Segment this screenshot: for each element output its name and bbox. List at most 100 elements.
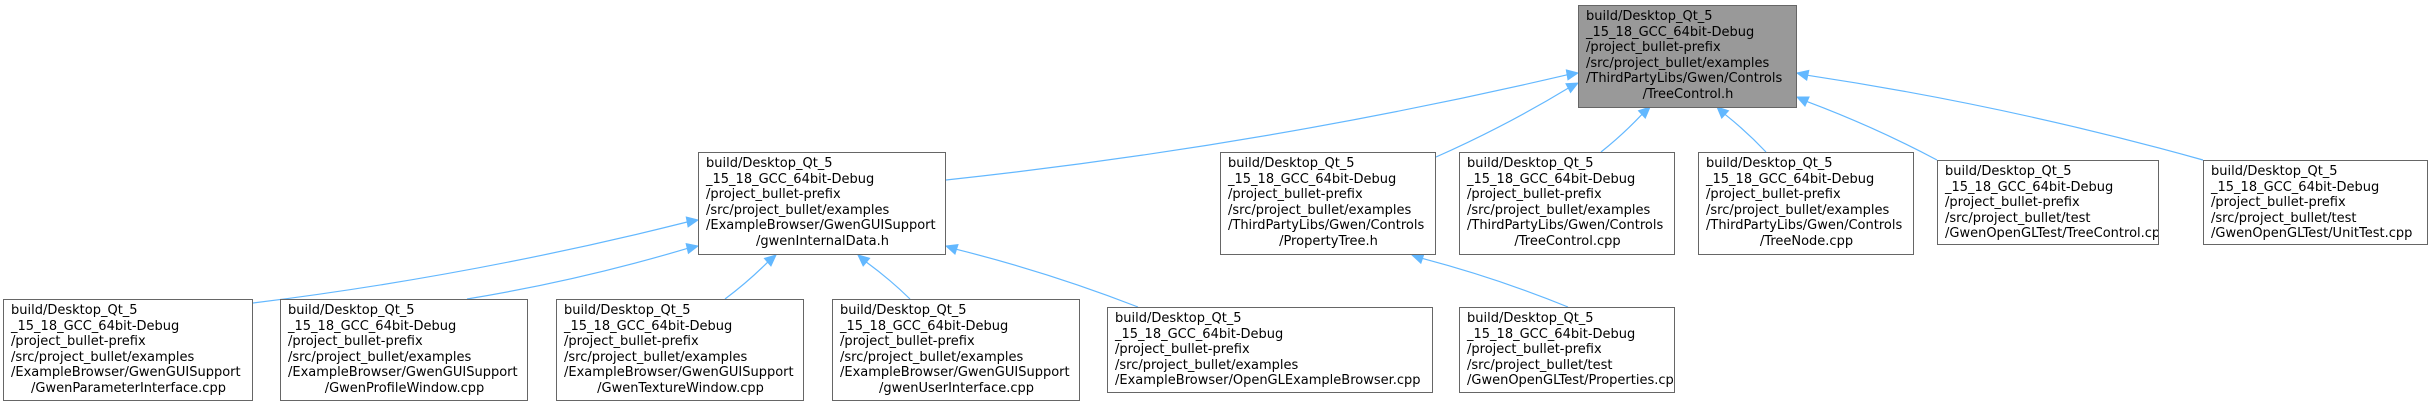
edge-gwenInternalData-to-root [945,69,1580,181]
edge-gwenUserInterface-to-gwenInternalData [857,254,911,300]
file-node-openGLExampleBrowser[interactable]: build/Desktop_Qt_5_15_18_GCC_64bit-Debug… [1107,307,1433,393]
file-path-line: _15_18_GCC_64bit-Debug [1467,326,1636,342]
file-path-line: build/Desktop_Qt_5 [840,303,967,318]
file-path-line: /GwenOpenGLTest/TreeControl.cpp [1945,226,2159,242]
file-path-line: /ExampleBrowser/OpenGLExampleBrowser.cpp [1115,373,1421,389]
file-path-line: /GwenProfileWindow.cpp [324,380,485,396]
file-path-line: _15_18_GCC_64bit-Debug [564,318,733,334]
file-node-propertyTree[interactable]: build/Desktop_Qt_5_15_18_GCC_64bit-Debug… [1220,152,1436,255]
file-node-gwenProfileWindow[interactable]: build/Desktop_Qt_5_15_18_GCC_64bit-Debug… [280,299,528,401]
file-path-line: _15_18_GCC_64bit-Debug [1467,171,1636,187]
file-path-line: /ThirdPartyLibs/Gwen/Controls [1586,71,1783,87]
file-path-line: /project_bullet-prefix [1706,187,1841,203]
file-path-line: /PropertyTree.h [1279,233,1378,249]
file-path-line: /gwenUserInterface.cpp [878,380,1035,396]
file-path-line: /src/project_bullet/test [1467,357,1613,373]
file-path-line: /ExampleBrowser/GwenGUISupport [564,365,794,381]
edge-arrowhead [1716,106,1730,120]
file-path-line: build/Desktop_Qt_5 [1706,156,1833,171]
file-path-line: /src/project_bullet/examples [1228,202,1412,218]
file-path-line: /project_bullet-prefix [1115,342,1250,358]
edge-line [1724,113,1767,153]
file-path-line: build/Desktop_Qt_5 [1586,9,1713,24]
file-path-line: /ExampleBrowser/GwenGUISupport [288,365,518,381]
file-path-line: _15_18_GCC_64bit-Debug [1115,326,1284,342]
file-path-line: build/Desktop_Qt_5 [706,156,833,171]
file-path-line: build/Desktop_Qt_5 [1945,164,2072,179]
file-path-line: /ExampleBrowser/GwenGUISupport [840,365,1070,381]
file-path-line: _15_18_GCC_64bit-Debug [706,171,875,187]
file-path-line: /project_bullet-prefix [1945,195,2080,211]
file-path-line: /src/project_bullet/examples [1467,202,1651,218]
file-node-treeNodeCpp[interactable]: build/Desktop_Qt_5_15_18_GCC_64bit-Debug… [1698,152,1914,255]
file-node-gwenInternalData[interactable]: build/Desktop_Qt_5_15_18_GCC_64bit-Debug… [698,152,946,255]
edge-arrowhead [685,242,700,255]
file-node-root[interactable]: build/Desktop_Qt_5_15_18_GCC_64bit-Debug… [1578,5,1797,108]
edge-gwenProfileWindow-to-gwenInternalData [466,242,700,300]
file-node-testProperties[interactable]: build/Desktop_Qt_5_15_18_GCC_64bit-Debug… [1459,307,1675,393]
file-path-line: /src/project_bullet/test [2211,210,2357,226]
file-path-line: build/Desktop_Qt_5 [564,303,691,318]
edge-gwenParameterInterface-to-gwenInternalData [252,216,700,304]
edge-openGLExampleBrowser-to-gwenInternalData [944,243,1139,308]
file-node-treeControlCpp[interactable]: build/Desktop_Qt_5_15_18_GCC_64bit-Debug… [1459,152,1675,255]
file-path-line: _15_18_GCC_64bit-Debug [1586,24,1755,40]
edge-arrowhead [1637,106,1651,120]
file-path-line: /project_bullet-prefix [1467,187,1602,203]
file-path-line: /src/project_bullet/examples [1586,55,1770,71]
file-path-line: /project_bullet-prefix [1228,187,1363,203]
file-path-line: /ExampleBrowser/GwenGUISupport [11,365,241,381]
file-path-line: /project_bullet-prefix [840,334,975,350]
file-path-line: /project_bullet-prefix [288,334,423,350]
edge-testProperties-to-propertyTree [1410,253,1569,308]
file-node-gwenTextureWindow[interactable]: build/Desktop_Qt_5_15_18_GCC_64bit-Debug… [556,299,804,401]
file-path-line: _15_18_GCC_64bit-Debug [1706,171,1875,187]
file-path-line: _15_18_GCC_64bit-Debug [840,318,1009,334]
file-path-line: build/Desktop_Qt_5 [2211,164,2338,179]
file-path-line: /GwenParameterInterface.cpp [31,380,226,396]
file-path-line: _15_18_GCC_64bit-Debug [1945,179,2114,195]
file-path-line: _15_18_GCC_64bit-Debug [1228,171,1397,187]
file-path-line: /project_bullet-prefix [706,187,841,203]
edge-arrowhead [1565,82,1580,94]
file-path-line: /src/project_bullet/test [1945,210,2091,226]
file-path-line: _15_18_GCC_64bit-Debug [288,318,457,334]
file-path-line: /ThirdPartyLibs/Gwen/Controls [1706,218,1903,234]
file-path-line: /GwenOpenGLTest/Properties.cpp [1467,373,1675,389]
file-path-line: /src/project_bullet/examples [1706,202,1890,218]
file-path-line: /project_bullet-prefix [1586,40,1721,56]
edge-line [1806,100,1938,161]
edge-line [1435,87,1569,158]
edge-gwenTextureWindow-to-gwenInternalData [724,254,777,300]
edge-arrowhead [1795,96,1810,107]
file-path-line: /TreeControl.cpp [1514,233,1621,249]
file-path-line: _15_18_GCC_64bit-Debug [2211,179,2380,195]
file-path-line: build/Desktop_Qt_5 [1228,156,1355,171]
file-node-testTreeControl[interactable]: build/Desktop_Qt_5_15_18_GCC_64bit-Debug… [1937,160,2159,245]
file-path-line: /project_bullet-prefix [564,334,699,350]
edge-arrowhead [857,254,871,267]
file-path-line: /GwenOpenGLTest/UnitTest.cpp [2211,226,2413,242]
edge-line [1807,74,2204,161]
edge-line [466,247,688,300]
file-node-gwenUserInterface[interactable]: build/Desktop_Qt_5_15_18_GCC_64bit-Debug… [832,299,1080,401]
edge-arrowhead [1410,253,1425,265]
edge-treeControlCpp-to-root [1600,106,1651,153]
file-node-testUnitTest[interactable]: build/Desktop_Qt_5_15_18_GCC_64bit-Debug… [2203,160,2428,245]
file-path-line: /ExampleBrowser/GwenGUISupport [706,218,936,234]
file-path-line: /src/project_bullet/examples [706,202,890,218]
file-path-line: /ThirdPartyLibs/Gwen/Controls [1228,218,1425,234]
file-path-line: /ThirdPartyLibs/Gwen/Controls [1467,218,1664,234]
file-node-gwenParameterInterface[interactable]: build/Desktop_Qt_5_15_18_GCC_64bit-Debug… [3,299,253,401]
edge-testTreeControl-to-root [1795,96,1938,161]
edge-arrowhead [1795,69,1810,82]
file-path-line: /project_bullet-prefix [1467,342,1602,358]
edge-arrowhead [685,216,700,228]
file-path-line: build/Desktop_Qt_5 [1115,311,1242,326]
edge-line [252,221,688,304]
edge-line [724,261,769,300]
file-path-line: /src/project_bullet/examples [288,349,472,365]
file-path-line: /TreeControl.h [1642,86,1734,102]
edge-line [1422,257,1569,308]
